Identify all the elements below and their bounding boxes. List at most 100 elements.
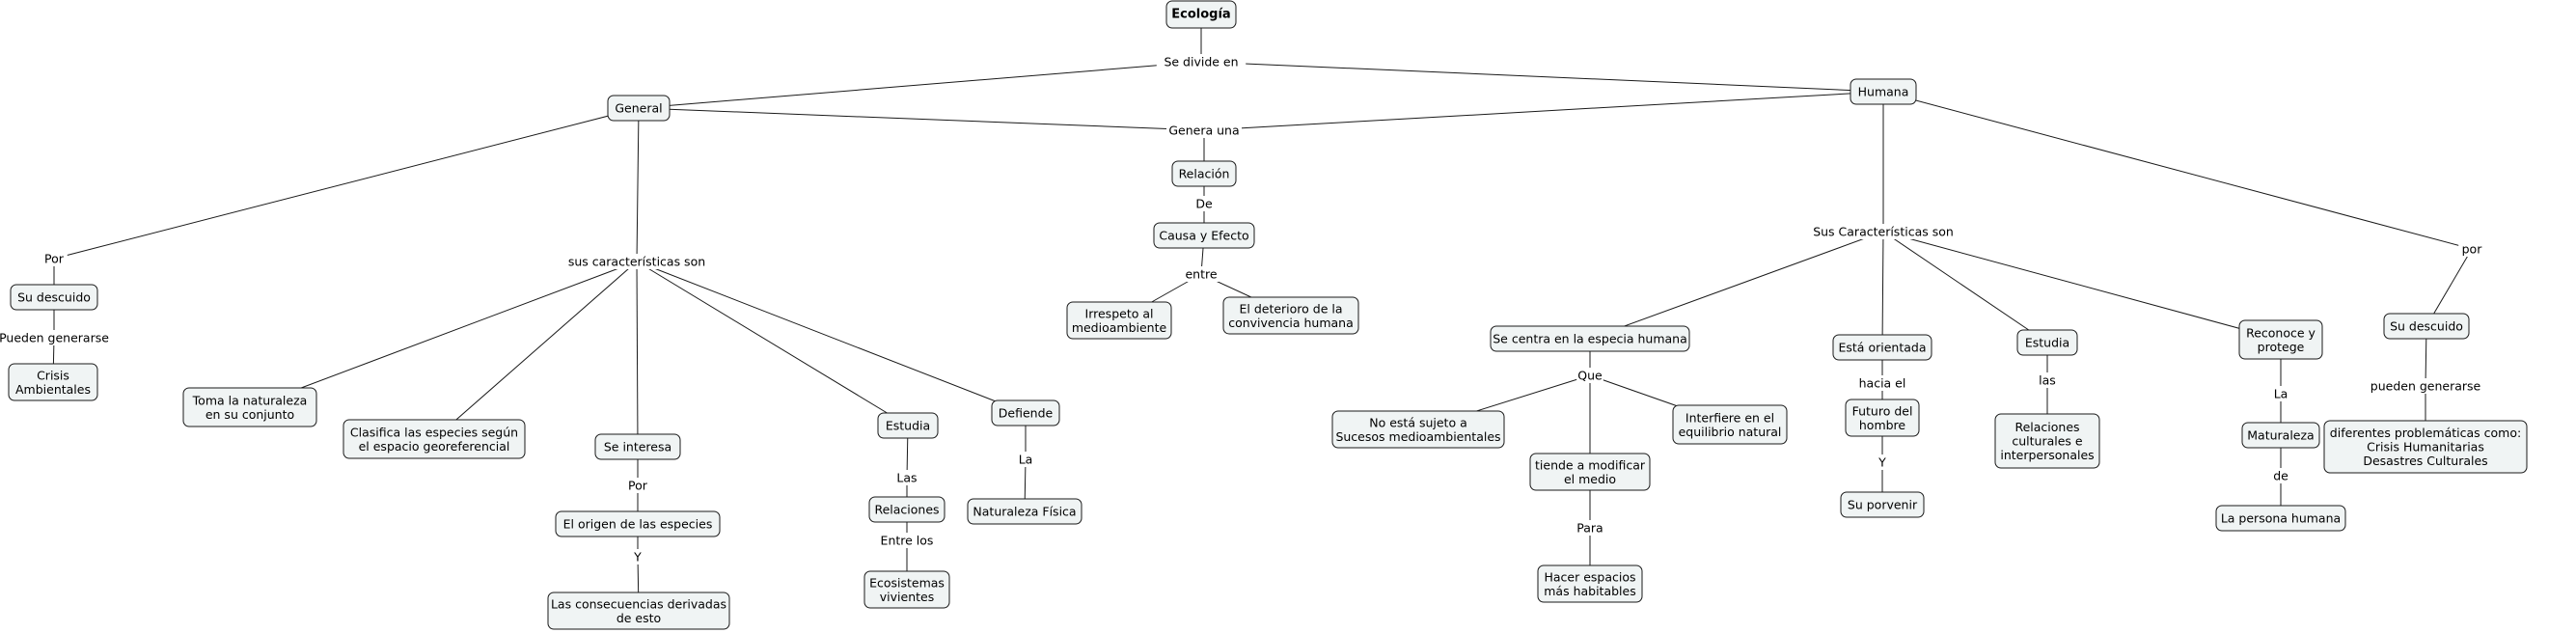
linking-phrase-entre: entre bbox=[1181, 266, 1221, 282]
concept-label: Se centra en la especia humana bbox=[1493, 332, 1687, 346]
concept-label: el espacio georeferencial bbox=[359, 439, 510, 454]
concept-estudia-g[interactable]: Estudia bbox=[877, 412, 939, 439]
concept-su-descuido-g[interactable]: Su descuido bbox=[10, 284, 98, 311]
concept-label: El deterioro de la bbox=[1239, 301, 1342, 316]
concept-label: hombre bbox=[1859, 418, 1906, 432]
linking-phrase-por-g: Por bbox=[41, 251, 68, 266]
concept-label: tiende a modificar bbox=[1535, 457, 1646, 472]
concept-label: vivientes bbox=[880, 590, 934, 604]
connector-se-divide-en-to-general bbox=[638, 61, 1202, 109]
concept-label: El origen de las especies bbox=[563, 517, 713, 532]
concept-humana[interactable]: Humana bbox=[1850, 78, 1917, 105]
concept-label: Ecosistemas bbox=[869, 575, 945, 590]
concept-estudia-h[interactable]: Estudia bbox=[2016, 329, 2078, 356]
linking-phrase-text: hacia el bbox=[1859, 376, 1906, 391]
concept-defiende[interactable]: Defiende bbox=[991, 399, 1060, 427]
concept-label: Toma la naturaleza bbox=[192, 393, 308, 407]
concept-label: Reconoce y bbox=[2246, 325, 2316, 340]
concept-label: de esto bbox=[617, 611, 661, 625]
linking-phrase-text: La bbox=[2274, 387, 2288, 401]
concept-ecologia[interactable]: Ecología bbox=[1165, 0, 1237, 29]
linking-phrase-text: La bbox=[1019, 453, 1033, 467]
linking-phrase-text: Para bbox=[1576, 521, 1603, 536]
concept-label: interpersonales bbox=[2000, 448, 2094, 462]
concept-label: Interfiere en el bbox=[1685, 410, 1774, 425]
concept-label: Estudia bbox=[2025, 336, 2069, 350]
linking-phrase-text: Que bbox=[1577, 369, 1603, 383]
concept-origen[interactable]: El origen de las especies bbox=[555, 510, 721, 537]
linking-phrase-pueden-generarse-h: pueden generarse bbox=[2367, 378, 2484, 394]
linking-phrase-para: Para bbox=[1573, 520, 1607, 536]
concept-naturaleza-fisica[interactable]: Naturaleza Física bbox=[967, 498, 1082, 525]
concept-label: equilibrio natural bbox=[1679, 425, 1782, 439]
connector-sus-caracteristicas-g-to-defiende bbox=[636, 261, 1027, 414]
concept-label: La persona humana bbox=[2221, 511, 2341, 526]
concept-label: Irrespeto al bbox=[1085, 306, 1154, 320]
connector-sus-caracteristicas-g-to-se-interesa bbox=[636, 261, 639, 448]
linking-phrase-text: Pueden generarse bbox=[0, 331, 109, 345]
concept-label: protege bbox=[2258, 340, 2305, 354]
concept-maturaleza[interactable]: Maturaleza bbox=[2241, 422, 2320, 449]
concept-label: Su descuido bbox=[2390, 319, 2463, 334]
concept-label: Futuro del bbox=[1852, 403, 1913, 418]
connector-general-to-sus-caracteristicas-g bbox=[636, 107, 640, 262]
concept-label: Hacer espacios bbox=[1544, 569, 1635, 584]
concept-su-descuido-h[interactable]: Su descuido bbox=[2383, 313, 2470, 340]
concept-esta-orientada[interactable]: Está orientada bbox=[1832, 334, 1932, 361]
concept-se-interesa[interactable]: Se interesa bbox=[594, 433, 681, 460]
linking-phrase-text: Por bbox=[628, 479, 648, 493]
linking-phrase-pueden-generarse-g: Pueden generarse bbox=[0, 330, 113, 345]
concept-general[interactable]: General bbox=[607, 95, 671, 122]
linking-phrase-text: de bbox=[2273, 469, 2288, 483]
connector-sus-caracteristicas-h-to-estudia-h bbox=[1882, 231, 2048, 344]
connector-sus-caracteristicas-g-to-toma bbox=[249, 261, 638, 408]
linking-phrase-text: Las bbox=[896, 471, 917, 485]
concept-problematicas[interactable]: diferentes problemáticas como:Crisis Hum… bbox=[2323, 420, 2528, 474]
concept-porvenir[interactable]: Su porvenir bbox=[1840, 491, 1925, 518]
concept-causa-efecto[interactable]: Causa y Efecto bbox=[1153, 222, 1255, 249]
concept-label: Las consecuencias derivadas bbox=[551, 596, 726, 611]
linking-phrase-sus-caracteristicas-h: Sus Características son bbox=[1800, 224, 1966, 239]
concept-label: Se interesa bbox=[604, 440, 671, 454]
concept-label: convivencia humana bbox=[1228, 316, 1354, 330]
concept-label: medioambiente bbox=[1072, 320, 1167, 335]
concept-relacion[interactable]: Relación bbox=[1171, 160, 1237, 187]
concept-se-centra[interactable]: Se centra en la especia humana bbox=[1490, 325, 1690, 352]
concept-label: Clasifica las especies según bbox=[350, 425, 518, 439]
linking-phrase-text: las bbox=[2039, 373, 2056, 388]
concept-relaciones[interactable]: Relaciones bbox=[868, 496, 945, 523]
linking-phrase-y-futuro: Y bbox=[1876, 454, 1889, 470]
linking-phrase-se-divide-en: Se divide en bbox=[1156, 54, 1247, 69]
connector-humana-to-por-h bbox=[1882, 91, 2473, 250]
linking-phrase-text: Por bbox=[44, 252, 65, 266]
concept-persona[interactable]: La persona humana bbox=[2215, 505, 2346, 532]
linking-phrase-text: sus características son bbox=[568, 255, 705, 269]
linking-phrase-genera-una: Genera una bbox=[1166, 123, 1242, 138]
linking-phrase-de-mat: de bbox=[2270, 468, 2291, 483]
concept-label: Relaciones bbox=[874, 503, 939, 517]
concept-label: Defiende bbox=[999, 406, 1054, 421]
concept-label: en su conjunto bbox=[206, 407, 294, 422]
concept-label: Relación bbox=[1179, 167, 1230, 181]
concept-label: Desastres Culturales bbox=[2363, 454, 2487, 468]
concept-label: Naturaleza Física bbox=[973, 505, 1076, 519]
concept-label: Está orientada bbox=[1839, 341, 1927, 355]
linking-phrase-text: entre bbox=[1185, 267, 1217, 282]
linking-phrase-text: Se divide en bbox=[1164, 55, 1238, 69]
connector-sus-caracteristicas-h-to-se-centra bbox=[1589, 231, 1884, 340]
concept-label: Ambientales bbox=[15, 382, 91, 397]
